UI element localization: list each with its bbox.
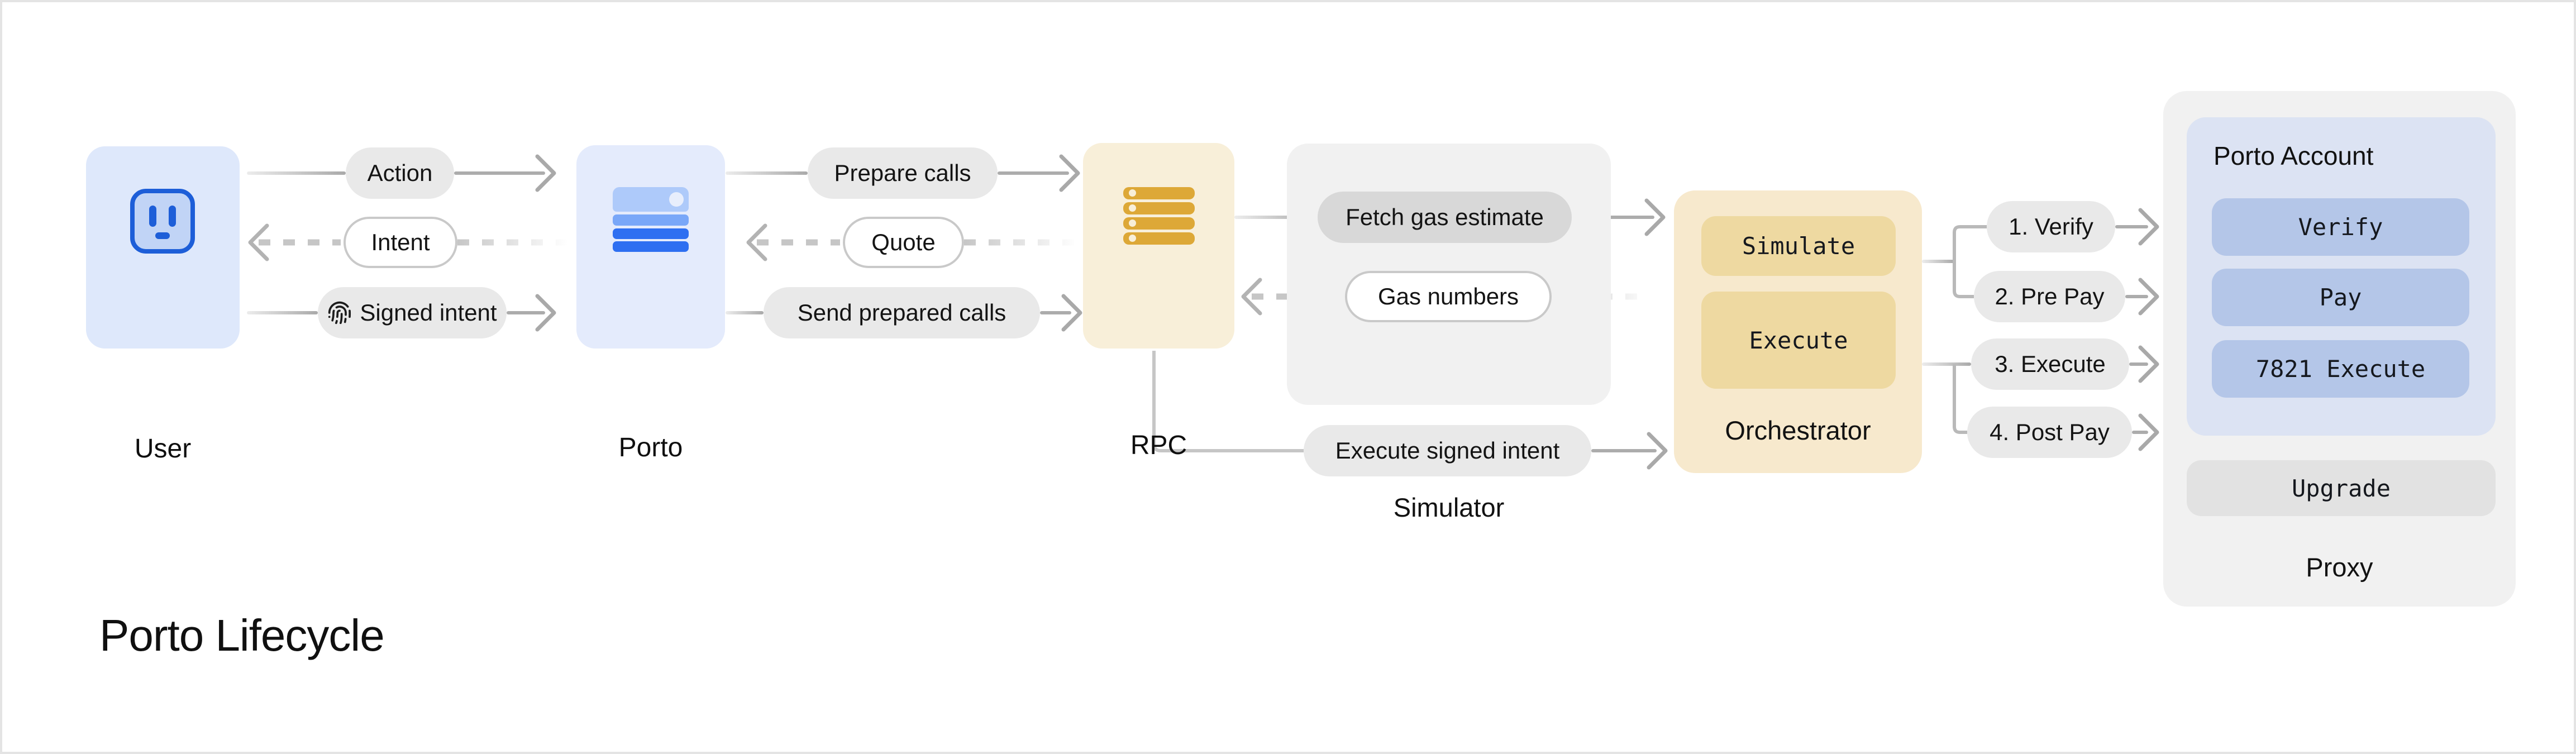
porto-stack-icon bbox=[613, 187, 689, 252]
proxy-label: Proxy bbox=[2306, 552, 2373, 582]
intent-pill-label: Intent bbox=[371, 229, 430, 255]
fingerprint-icon bbox=[328, 301, 351, 324]
pay-box: Pay bbox=[2212, 269, 2469, 326]
rpc-label: RPC bbox=[1130, 431, 1187, 460]
simulate-box: Simulate bbox=[1701, 216, 1896, 276]
quote-label: Quote bbox=[871, 229, 936, 255]
page-title: Porto Lifecycle bbox=[99, 610, 385, 660]
action-pill: Action bbox=[346, 147, 454, 199]
porto-label: Porto bbox=[618, 433, 683, 462]
user-node: User bbox=[86, 146, 240, 464]
step-2-pre-pay-pill: 2. Pre Pay bbox=[1974, 271, 2125, 322]
rpc-node: RPC bbox=[1083, 143, 1234, 460]
execute-signed-intent-pill: Execute signed intent bbox=[1304, 425, 1591, 476]
execute-signed-intent-label: Execute signed intent bbox=[1335, 437, 1560, 464]
execute-7821-box: 7821 Execute bbox=[2212, 340, 2469, 398]
orchestrator-panel: Simulate Execute Orchestrator bbox=[1674, 190, 1922, 473]
step-3-execute-pill: 3. Execute bbox=[1971, 338, 2129, 390]
step-2-label: 2. Pre Pay bbox=[1995, 283, 2105, 309]
action-pill-label: Action bbox=[367, 160, 433, 186]
step-4-post-pay-pill: 4. Post Pay bbox=[1967, 407, 2132, 458]
proxy-panel: Porto Account Verify Pay 7821 Execute Up… bbox=[2163, 91, 2516, 607]
send-prepared-calls-pill: Send prepared calls bbox=[764, 287, 1040, 338]
send-prepared-calls-label: Send prepared calls bbox=[797, 299, 1006, 326]
fetch-gas-estimate-pill: Fetch gas estimate bbox=[1318, 192, 1572, 243]
step-4-label: 4. Post Pay bbox=[1990, 419, 2110, 445]
step-1-label: 1. Verify bbox=[2009, 213, 2093, 240]
step-1-verify-pill: 1. Verify bbox=[1987, 201, 2115, 252]
fetch-gas-estimate-label: Fetch gas estimate bbox=[1346, 204, 1544, 230]
step-3-label: 3. Execute bbox=[1995, 351, 2106, 377]
upgrade-box: Upgrade bbox=[2187, 460, 2496, 516]
execute-box: Execute bbox=[1701, 292, 1896, 389]
signed-intent-pill-label: Signed intent bbox=[360, 299, 497, 326]
orchestrator-label: Orchestrator bbox=[1725, 416, 1871, 445]
signed-intent-pill: Signed intent bbox=[318, 287, 507, 338]
verify-box: Verify bbox=[2212, 198, 2469, 256]
simulator-label: Simulator bbox=[1393, 493, 1505, 522]
porto-account-title: Porto Account bbox=[2214, 141, 2374, 170]
user-label: User bbox=[134, 434, 192, 464]
prepare-calls-label: Prepare calls bbox=[834, 160, 971, 186]
porto-node: Porto bbox=[576, 145, 725, 462]
rpc-server-icon bbox=[1123, 187, 1195, 245]
porto-account-panel: Porto Account Verify Pay 7821 Execute bbox=[2187, 117, 2496, 436]
prepare-calls-pill: Prepare calls bbox=[808, 147, 998, 199]
gas-numbers-pill: Gas numbers bbox=[1345, 271, 1552, 322]
intent-pill: Intent bbox=[344, 217, 457, 268]
quote-pill: Quote bbox=[843, 217, 964, 268]
gas-numbers-label: Gas numbers bbox=[1377, 283, 1519, 309]
user-face-icon bbox=[130, 189, 195, 254]
